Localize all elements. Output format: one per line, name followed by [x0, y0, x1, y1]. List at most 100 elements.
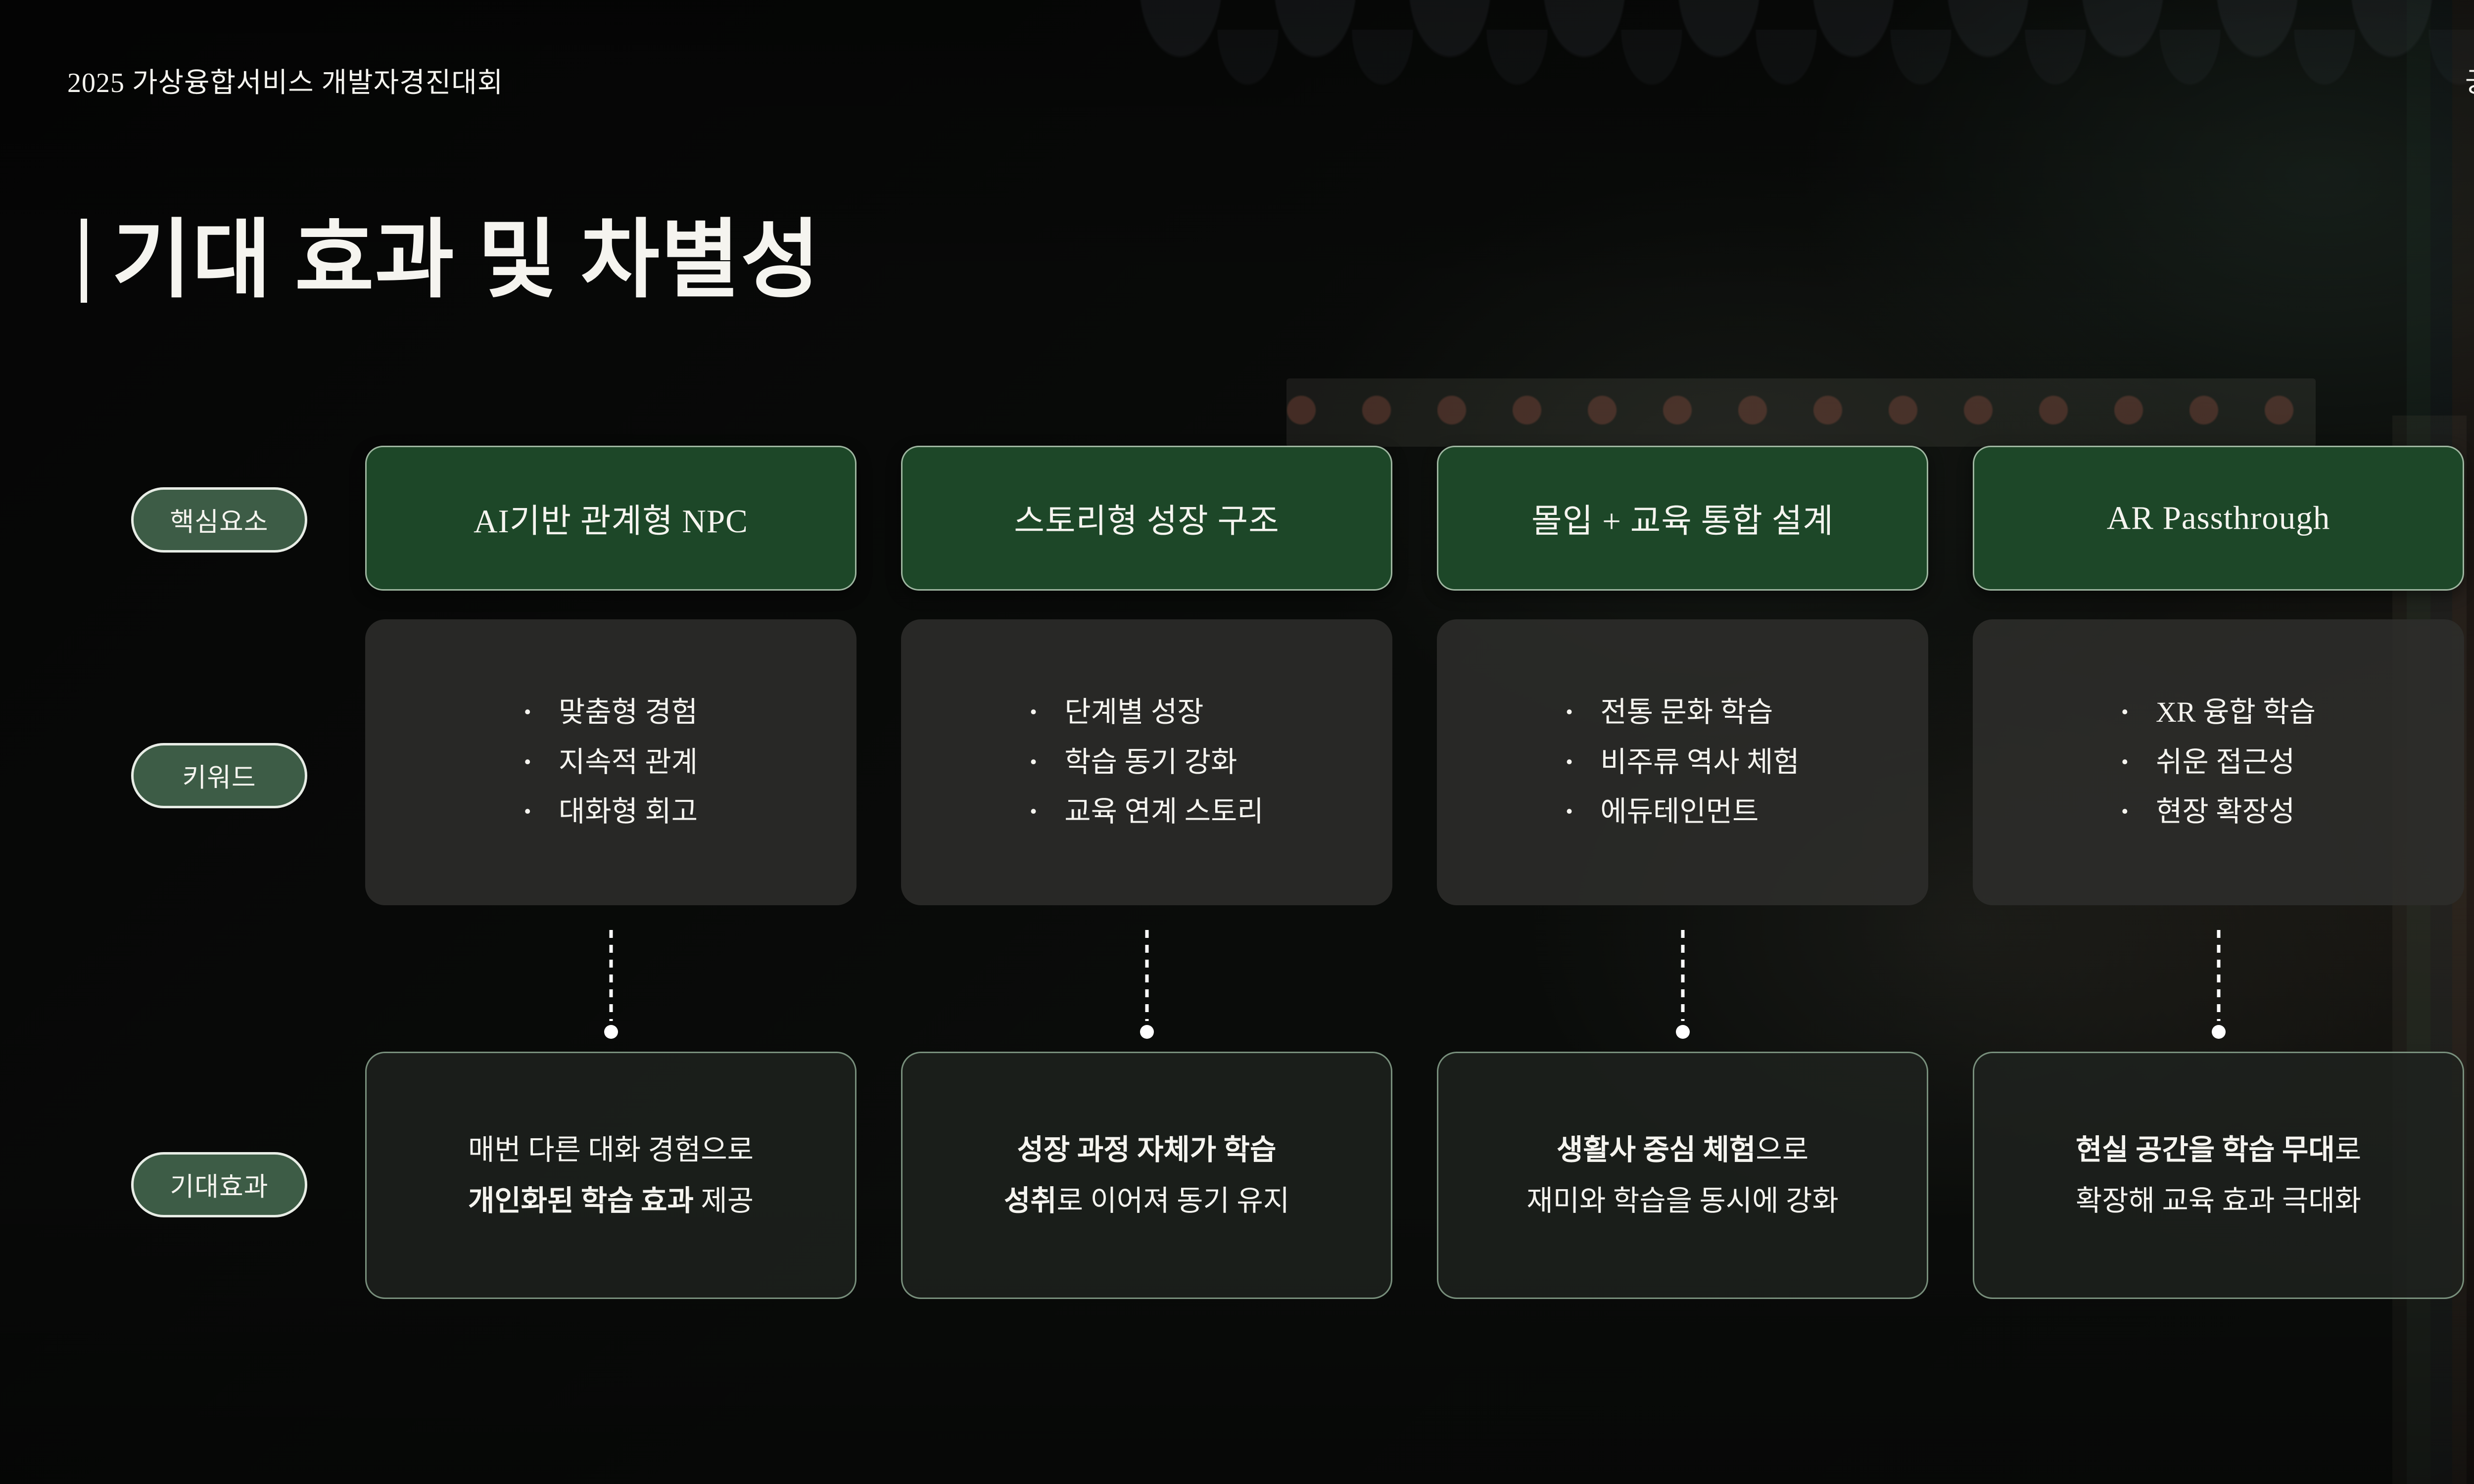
effect-line: 성장 과정 자체가 학습: [1017, 1124, 1277, 1175]
keyword-list: • 전통 문화 학습 • 비주류 역사 체험 • 에듀테인먼트: [1566, 688, 1800, 837]
keyword-list: • 단계별 성장 • 학습 동기 강화 • 교육 연계 스토리: [1030, 688, 1264, 837]
connector-dashed-line: [2217, 930, 2220, 1021]
core-element-label: 스토리형 성장 구조: [1014, 503, 1280, 540]
effect-text: 매번 다른 대화 경험으로: [468, 1133, 754, 1166]
keyword-item: • 맞춤형 경험: [524, 688, 698, 738]
effect-text-bold: 성취: [1003, 1185, 1057, 1217]
keyword-item: • 교육 연계 스토리: [1030, 787, 1264, 837]
effect-text: 으로: [1756, 1133, 1809, 1166]
keyword-item: • 현장 확장성: [2121, 787, 2316, 837]
keyword-text: 현장 확장성: [2155, 795, 2295, 828]
bullet-icon: •: [1030, 700, 1037, 724]
bullet-icon: •: [1030, 750, 1037, 774]
bullet-icon: •: [2121, 700, 2129, 724]
connector-dot: [2211, 1025, 2226, 1039]
keyword-item: • 단계별 성장: [1030, 688, 1264, 738]
core-element-header-box: 스토리형 성장 구조: [901, 446, 1392, 591]
keyword-item: • 비주류 역사 체험: [1566, 738, 1800, 788]
keyword-text: 전통 문화 학습: [1600, 696, 1773, 728]
row-label-core-elements: 핵심요소: [131, 487, 307, 553]
effect-text-bold: 개인화된 학습 효과: [468, 1185, 694, 1217]
dotted-connector: [604, 905, 618, 1052]
row-label-text: 기대효과: [170, 1173, 269, 1202]
connector-dot: [604, 1025, 618, 1039]
slide-header-project-name: 궁중연화: [2465, 60, 2474, 100]
dotted-connector: [1140, 905, 1154, 1052]
keyword-text: 쉬운 접근성: [2155, 745, 2295, 778]
row-label-text: 핵심요소: [170, 508, 269, 537]
keyword-item: • XR 융합 학습: [2121, 688, 2316, 738]
keyword-text: 에듀테인먼트: [1600, 795, 1759, 828]
effect-text-bold: 성장 과정 자체가 학습: [1017, 1133, 1277, 1166]
keyword-list: • XR 융합 학습 • 쉬운 접근성 • 현장 확장성: [2121, 688, 2316, 837]
bullet-icon: •: [1566, 800, 1573, 824]
effect-line: 재미와 학습을 동시에 강화: [1526, 1175, 1838, 1226]
keyword-list-box: • XR 융합 학습 • 쉬운 접근성 • 현장 확장성: [1973, 619, 2464, 905]
effect-text: 재미와 학습을 동시에 강화: [1526, 1185, 1839, 1217]
effect-line: 매번 다른 대화 경험으로: [468, 1124, 754, 1175]
title-block: 기대 효과 및 차별성: [81, 217, 821, 304]
keyword-text: 학습 동기 강화: [1064, 745, 1237, 778]
core-element-label: AR Passthrough: [2106, 500, 2331, 536]
connector-dashed-line: [1145, 930, 1148, 1021]
keyword-text: 맞춤형 경험: [558, 696, 698, 728]
keyword-text: 대화형 회고: [558, 795, 698, 828]
row-label-expected-effects: 기대효과: [131, 1152, 307, 1217]
effect-line: 개인화된 학습 효과 제공: [468, 1175, 754, 1226]
connector-dot: [1675, 1025, 1690, 1039]
bullet-icon: •: [2121, 800, 2129, 824]
connector-dashed-line: [609, 930, 613, 1021]
keyword-text: 지속적 관계: [558, 745, 698, 778]
keyword-text: 비주류 역사 체험: [1600, 745, 1800, 778]
core-element-label: AI기반 관계형 NPC: [474, 503, 748, 540]
keyword-text: 교육 연계 스토리: [1064, 795, 1264, 828]
connector-dashed-line: [1681, 930, 1684, 1021]
keyword-item: • 쉬운 접근성: [2121, 738, 2316, 788]
page-title: 기대 효과 및 차별성: [112, 213, 821, 308]
bullet-icon: •: [523, 750, 531, 774]
bullet-icon: •: [523, 700, 531, 724]
keyword-list-box: • 단계별 성장 • 학습 동기 강화 • 교육 연계 스토리: [901, 619, 1392, 905]
effect-line: 확장해 교육 효과 극대화: [2076, 1175, 2361, 1226]
core-element-header-box: AI기반 관계형 NPC: [365, 446, 856, 591]
effect-text-bold: 생활사 중심 체험: [1556, 1133, 1756, 1166]
bullet-icon: •: [1566, 700, 1573, 724]
effect-line: 현실 공간을 학습 무대로: [2076, 1124, 2361, 1175]
dotted-connector: [2211, 905, 2226, 1052]
dotted-connector: [1675, 905, 1690, 1052]
bullet-icon: •: [2121, 750, 2129, 774]
slide-header-event-name: 2025 가상융합서비스 개발자경진대회: [67, 68, 504, 98]
keyword-text: 단계별 성장: [1064, 696, 1204, 728]
effect-text: 로 이어져 동기 유지: [1056, 1185, 1290, 1217]
effect-text: 로: [2334, 1133, 2362, 1166]
connector-dot: [1140, 1025, 1154, 1039]
effect-text-bold: 현실 공간을 학습 무대: [2075, 1133, 2335, 1166]
title-accent-bar: [81, 218, 87, 303]
core-element-label: 몰입 + 교육 통합 설계: [1531, 503, 1834, 540]
keyword-text: XR 융합 학습: [2155, 696, 2316, 728]
keyword-list-box: • 전통 문화 학습 • 비주류 역사 체험 • 에듀테인먼트: [1437, 619, 1928, 905]
effect-text: 제공: [693, 1185, 754, 1217]
bullet-icon: •: [1030, 800, 1037, 824]
keyword-item: • 지속적 관계: [524, 738, 698, 788]
row-label-keywords: 키워드: [131, 743, 307, 808]
effect-text: 확장해 교육 효과 극대화: [2075, 1185, 2362, 1217]
core-element-header-box: 몰입 + 교육 통합 설계: [1437, 446, 1928, 591]
row-label-text: 키워드: [182, 764, 256, 792]
keyword-list-box: • 맞춤형 경험 • 지속적 관계 • 대화형 회고: [365, 619, 856, 905]
keyword-list: • 맞춤형 경험 • 지속적 관계 • 대화형 회고: [524, 688, 698, 837]
bullet-icon: •: [523, 800, 531, 824]
core-element-header-box: AR Passthrough: [1973, 446, 2464, 591]
effect-line: 생활사 중심 체험으로: [1557, 1124, 1808, 1175]
keyword-item: • 학습 동기 강화: [1030, 738, 1264, 788]
bullet-icon: •: [1566, 750, 1573, 774]
